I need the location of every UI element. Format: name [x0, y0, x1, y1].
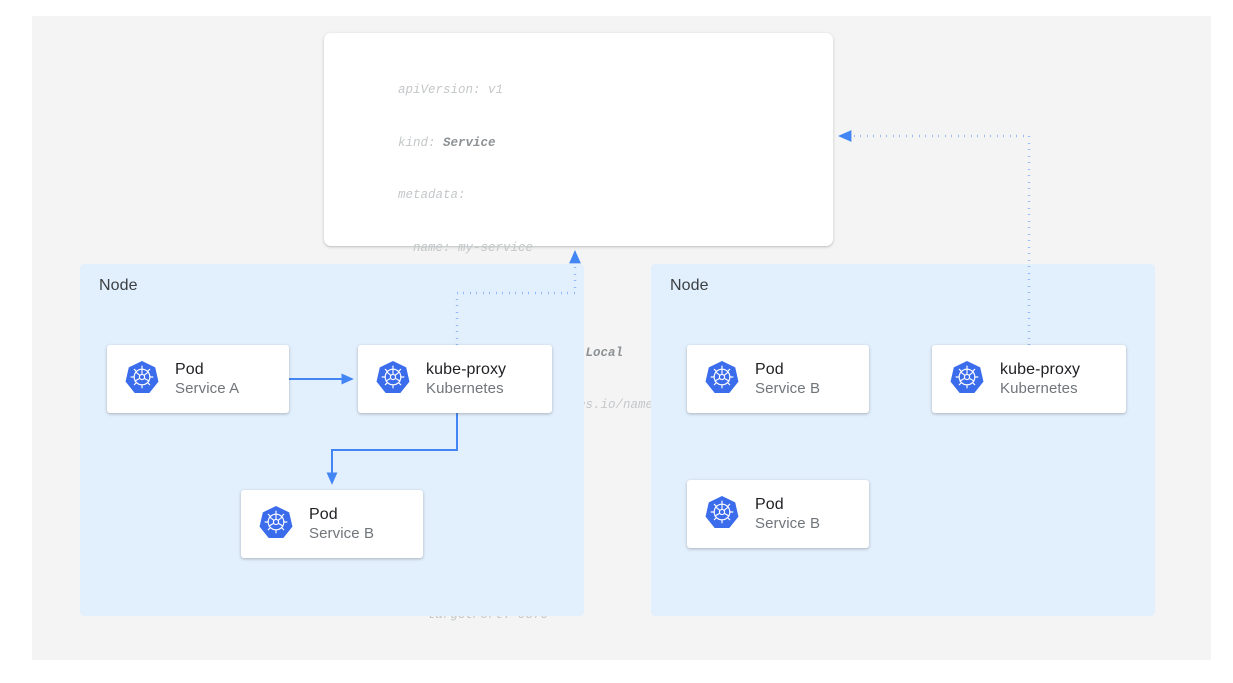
card-subtitle: Service B — [309, 525, 375, 543]
card-subtitle: Service A — [175, 380, 240, 398]
card-pod-service-b-right-top[interactable]: Pod Service B — [687, 345, 869, 413]
node-label: Node — [99, 277, 138, 294]
kubernetes-icon — [705, 495, 739, 534]
card-text: Pod Service B — [755, 495, 820, 534]
card-kube-proxy-left[interactable]: kube-proxy Kubernetes — [358, 345, 552, 413]
card-subtitle: Kubernetes — [1000, 380, 1078, 398]
card-subtitle: Service B — [755, 515, 821, 533]
kubernetes-icon — [376, 360, 410, 399]
card-pod-service-b-right-bottom[interactable]: Pod Service B — [687, 480, 869, 548]
kubernetes-icon — [705, 360, 739, 399]
card-title: kube-proxy — [1000, 360, 1081, 378]
card-pod-service-b-left[interactable]: Pod Service B — [241, 490, 423, 558]
yaml-value-service: Service — [443, 135, 496, 150]
node-label: Node — [670, 277, 709, 294]
card-title: Pod — [309, 505, 338, 523]
card-pod-service-a[interactable]: Pod Service A — [107, 345, 289, 413]
card-title: kube-proxy — [426, 360, 507, 378]
card-title: Pod — [175, 360, 204, 378]
card-text: kube-proxy Kubernetes — [426, 360, 506, 399]
card-kube-proxy-right[interactable]: kube-proxy Kubernetes — [932, 345, 1126, 413]
kubernetes-icon — [259, 505, 293, 544]
node-region-right: Node — [651, 264, 1155, 616]
yaml-line: apiVersion: v1 — [398, 83, 504, 97]
card-text: kube-proxy Kubernetes — [1000, 360, 1080, 399]
card-subtitle: Kubernetes — [426, 380, 504, 398]
yaml-line: kind: Service — [398, 135, 706, 153]
card-text: Pod Service B — [309, 505, 374, 544]
node-region-left: Node — [80, 264, 584, 616]
yaml-line: name: my-service — [398, 240, 534, 255]
service-manifest-card: apiVersion: v1 kind: Service metadata: n… — [324, 33, 833, 622]
yaml-key: kind: — [398, 135, 444, 150]
yaml-line: metadata: — [398, 188, 466, 202]
card-title: Pod — [755, 495, 784, 513]
card-subtitle: Service B — [755, 380, 821, 398]
card-text: Pod Service B — [755, 360, 820, 399]
kubernetes-icon — [950, 360, 984, 399]
card-title: Pod — [755, 360, 784, 378]
card-text: Pod Service A — [175, 360, 239, 399]
kubernetes-icon — [125, 360, 159, 399]
